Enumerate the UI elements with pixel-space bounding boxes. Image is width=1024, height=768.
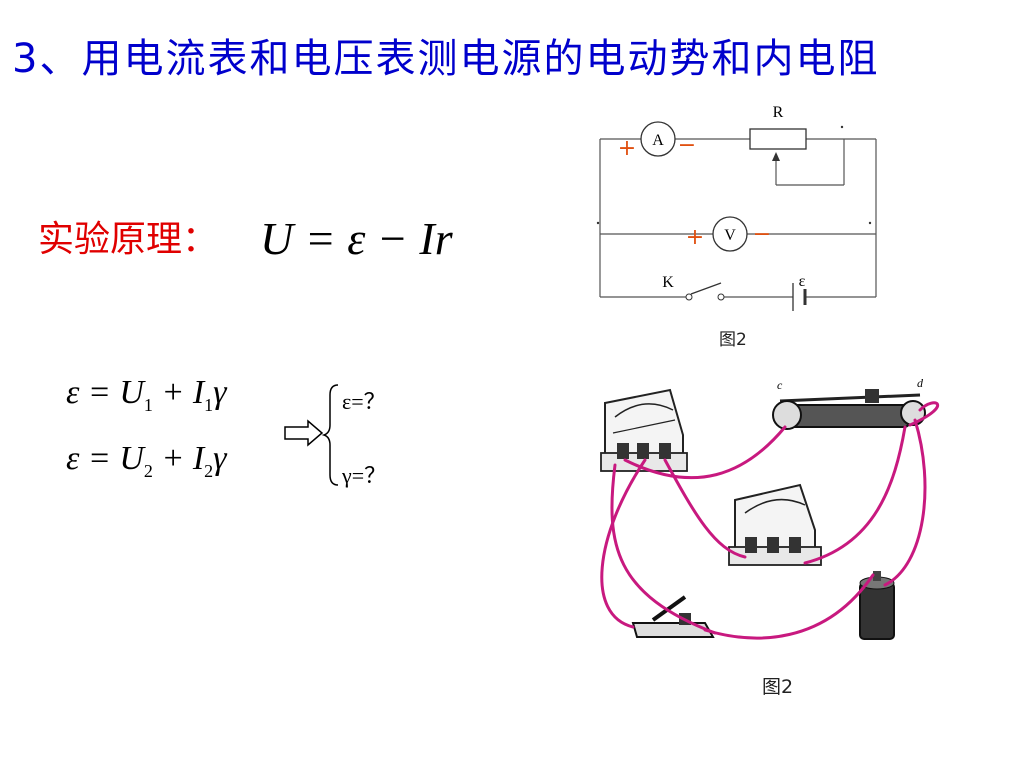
ammeter-minus-sign: − (678, 133, 696, 158)
junction-dot-icon (840, 125, 844, 129)
eq2-lhs: ε = U (66, 440, 144, 477)
apparatus-illustration: c d (600, 376, 939, 640)
source-label: ε (799, 273, 806, 290)
wire-7 (703, 573, 875, 640)
wire-2 (600, 458, 647, 629)
switch-blade-icon (690, 282, 722, 295)
eq2-mid: + I (152, 440, 205, 477)
result-emf: ε=？ (342, 389, 386, 414)
rheostat-mark-c: c (777, 378, 783, 392)
ammeter-label: A (652, 132, 664, 149)
eq1-sub-i: 1 (204, 394, 214, 415)
page-title: 3、用电流表和电压表测电源的电动势和内电阻 (12, 36, 880, 82)
principle-label: 实验原理： (38, 219, 219, 260)
equation-2: ε = U2 + I2γ (66, 440, 227, 482)
wire-5 (803, 425, 907, 565)
principle-formula: U = ε − Ir (260, 213, 453, 264)
result-resistance: γ=？ (342, 463, 387, 488)
wire-3 (663, 458, 747, 559)
brace-icon (321, 384, 339, 486)
equation-1: ε = U1 + I1γ (66, 374, 227, 416)
wire-1 (623, 425, 787, 480)
switch-device-icon (631, 595, 715, 638)
wire-4 (908, 401, 939, 427)
eq2-sub-u: 2 (143, 460, 153, 481)
junction-dot-icon (596, 221, 600, 225)
voltmeter-icon (712, 216, 748, 252)
eq1-sub-u: 1 (143, 394, 153, 415)
circuit-diagram: R A V K ε + − + − (596, 104, 877, 311)
eq1-lhs: ε = U (66, 374, 144, 411)
wire-8 (610, 463, 717, 635)
apparatus-caption: 图2 (762, 676, 794, 698)
switch-terminal-right-icon (717, 293, 725, 301)
circuit-caption: 图2 (719, 330, 747, 350)
voltmeter-device-icon (728, 483, 822, 566)
implication-brace (284, 384, 339, 486)
junction-dot-icon (868, 221, 872, 225)
ammeter-icon (640, 121, 676, 157)
implies-arrow-icon (284, 419, 324, 447)
eq1-rhs: γ (213, 374, 227, 411)
switch-label: K (662, 274, 674, 291)
wire-6 (883, 418, 927, 587)
eq2-rhs: γ (213, 440, 227, 477)
voltmeter-minus-sign: − (753, 222, 771, 247)
voltmeter-label: V (724, 227, 736, 244)
eq1-mid: + I (152, 374, 205, 411)
rheostat-device-icon: c d (772, 376, 926, 430)
slider-arrow-icon (772, 152, 780, 161)
ammeter-device-icon (600, 388, 688, 472)
switch-terminal-left-icon (685, 293, 693, 301)
rheostat-mark-d: d (917, 376, 924, 390)
resistor-label: R (773, 104, 784, 121)
eq2-sub-i: 2 (204, 460, 214, 481)
resistor-icon (749, 128, 807, 150)
voltmeter-plus-sign: + (686, 225, 704, 250)
connecting-wires (600, 401, 939, 640)
ammeter-plus-sign: + (618, 136, 636, 161)
